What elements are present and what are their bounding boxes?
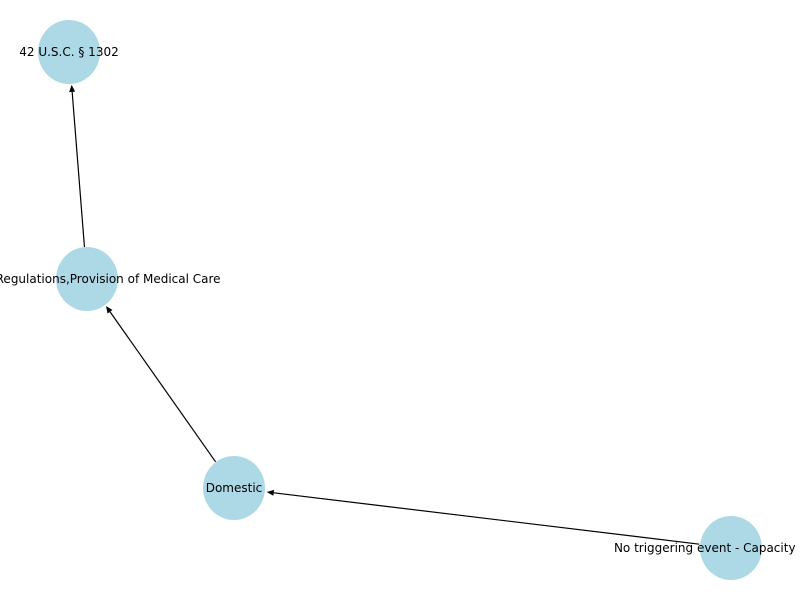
node-circle [203,456,265,520]
node-safety-regulations: Safety Regulations,Provision of Medical … [0,247,221,311]
edge-trigger-to-domestic [266,489,700,545]
edge-line [71,91,86,248]
node-label: Domestic [206,481,263,495]
node-label: Safety Regulations,Provision of Medical … [0,272,221,286]
edges-layer [69,84,700,545]
node-label: No triggering event - Capacity Building [614,541,800,555]
nodes-layer: 42 U.S.C. § 1302Safety Regulations,Provi… [0,20,800,580]
node-statute: 42 U.S.C. § 1302 [19,20,119,84]
arrowhead [266,489,275,496]
node-label: 42 U.S.C. § 1302 [19,45,118,59]
arrowhead [69,84,76,93]
edge-domestic-to-safety [105,305,217,463]
edge-line [109,311,217,463]
edge-line [273,492,700,545]
node-circle [700,516,762,580]
node-circle [56,247,118,311]
arrowhead [105,305,113,314]
node-domestic: Domestic [203,456,265,520]
node-triggering-event: No triggering event - Capacity Building [614,516,800,580]
node-circle [38,20,100,84]
edge-safety-to-statute [69,84,86,248]
